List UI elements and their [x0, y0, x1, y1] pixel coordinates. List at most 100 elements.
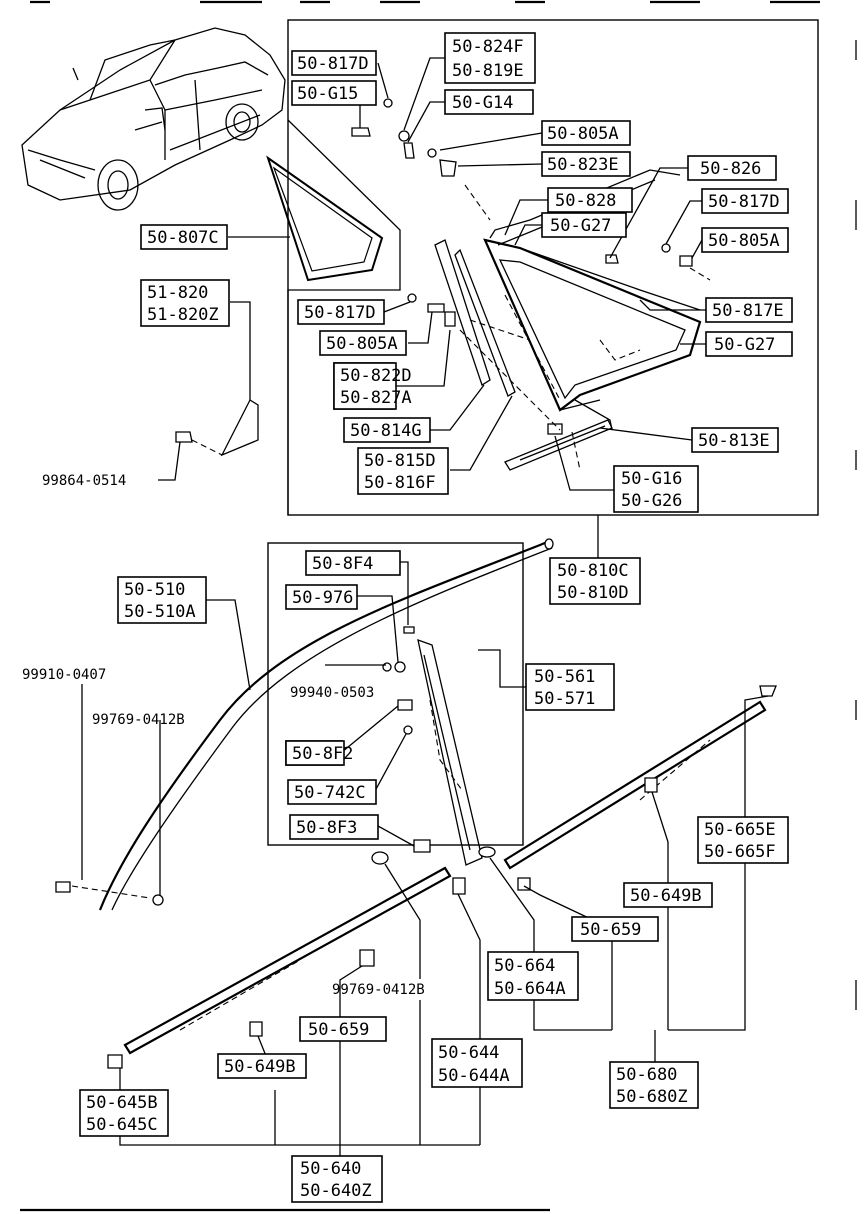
label-50-G16-50-G26: 50-G16 50-G26: [613, 465, 699, 513]
front-door-moulding-drawing: [478, 685, 777, 891]
label-50-805A-mid: 50-805A: [319, 330, 407, 356]
quarter-window-seal-drawing: [266, 155, 384, 282]
svg-text:50-645B: 50-645B: [86, 1093, 158, 1113]
svg-text:50-644: 50-644: [438, 1043, 499, 1063]
fasteners-top-drawing: [351, 98, 711, 471]
roof-moulding-drawing: [98, 538, 554, 911]
svg-text:50-8F3: 50-8F3: [296, 818, 357, 838]
label-50-742C: 50-742C: [287, 779, 377, 805]
svg-text:50-640: 50-640: [300, 1159, 361, 1179]
glass-run-channel-drawing: [434, 239, 531, 397]
svg-text:50-664: 50-664: [494, 956, 555, 976]
car-illustration: [21, 27, 286, 211]
svg-text:50-813E: 50-813E: [698, 431, 770, 451]
svg-text:50-822D: 50-822D: [340, 366, 412, 386]
svg-text:50-817D: 50-817D: [297, 54, 369, 74]
label-50-659-left: 50-659: [299, 1016, 387, 1042]
svg-text:50-810C: 50-810C: [557, 561, 629, 581]
label-50-649B-right: 50-649B: [623, 882, 713, 908]
svg-text:50-827A: 50-827A: [340, 388, 412, 408]
svg-text:50-826: 50-826: [700, 159, 761, 179]
label-50-8F2: 50-8F2: [285, 740, 353, 766]
label-99864-0514: 99864-0514: [42, 473, 126, 489]
svg-text:50-G15: 50-G15: [297, 84, 358, 104]
assembly-group-frame-middle: [267, 542, 524, 846]
label-50-659-right: 50-659: [571, 916, 659, 942]
svg-text:50-571: 50-571: [534, 689, 595, 709]
label-50-640-50-640Z: 50-640 50-640Z: [291, 1155, 383, 1203]
label-50-680-50-680Z: 50-680 50-680Z: [609, 1061, 699, 1109]
svg-text:99769-0412B: 99769-0412B: [332, 982, 425, 998]
svg-text:50-817D: 50-817D: [708, 192, 780, 212]
label-51-820-51-820Z: 51-820 51-820Z: [140, 279, 230, 327]
label-50-649B-left: 50-649B: [217, 1053, 307, 1079]
svg-text:51-820Z: 51-820Z: [147, 305, 219, 325]
svg-text:51-820: 51-820: [147, 283, 208, 303]
svg-text:50-G14: 50-G14: [452, 93, 513, 113]
svg-text:50-823E: 50-823E: [547, 155, 619, 175]
svg-text:50-828: 50-828: [555, 191, 616, 211]
label-50-823E: 50-823E: [541, 151, 631, 177]
label-99940-0503: 99940-0503: [290, 685, 374, 701]
label-50-644-50-644A: 50-644 50-644A: [431, 1038, 523, 1088]
svg-text:50-645C: 50-645C: [86, 1115, 158, 1135]
label-50-817D-mid: 50-817D: [297, 299, 385, 325]
svg-text:50-510A: 50-510A: [124, 602, 196, 622]
belt-moulding-drawing: [504, 419, 613, 471]
svg-text:50-649B: 50-649B: [224, 1057, 296, 1077]
label-50-815D-50-816F: 50-815D 50-816F: [357, 447, 449, 495]
label-50-817D-right: 50-817D: [701, 188, 789, 214]
corner-garnish-drawing: [175, 399, 259, 457]
label-50-976: 50-976: [285, 584, 358, 610]
label-50-813E: 50-813E: [691, 427, 779, 453]
svg-text:50-807C: 50-807C: [147, 228, 219, 248]
svg-text:99910-0407: 99910-0407: [22, 667, 106, 683]
svg-text:50-805A: 50-805A: [547, 124, 619, 144]
svg-text:50-8F2: 50-8F2: [292, 744, 353, 764]
svg-text:50-G27: 50-G27: [714, 335, 775, 355]
label-99910-0407: 99910-0407: [22, 667, 106, 683]
svg-text:50-976: 50-976: [292, 588, 353, 608]
svg-text:50-819E: 50-819E: [452, 61, 524, 81]
svg-text:50-665F: 50-665F: [704, 842, 776, 862]
svg-text:50-659: 50-659: [308, 1020, 369, 1040]
group-frame-notch: [287, 119, 401, 515]
svg-text:99864-0514: 99864-0514: [42, 473, 126, 489]
label-99769-0412B-left: 99769-0412B: [92, 712, 185, 728]
label-50-8F4: 50-8F4: [305, 550, 401, 576]
svg-text:50-805A: 50-805A: [326, 334, 398, 354]
label-50-822D-50-827A: 50-822D 50-827A: [333, 362, 412, 410]
label-50-824F-50-819E: 50-824F 50-819E: [444, 32, 536, 84]
svg-text:99769-0412B: 99769-0412B: [92, 712, 185, 728]
assembly-group-frame-top: [287, 19, 819, 516]
svg-text:50-816F: 50-816F: [364, 473, 436, 493]
label-50-805A-right: 50-805A: [701, 227, 789, 253]
label-50-817E: 50-817E: [705, 297, 793, 323]
svg-text:50-742C: 50-742C: [294, 783, 366, 803]
top-border: [20, 0, 857, 1212]
label-50-814G: 50-814G: [343, 417, 431, 443]
svg-text:50-680Z: 50-680Z: [616, 1087, 688, 1107]
svg-text:99940-0503: 99940-0503: [290, 685, 374, 701]
label-50-8F3: 50-8F3: [289, 814, 379, 840]
label-50-561-50-571: 50-561 50-571: [525, 663, 615, 711]
svg-text:50-665E: 50-665E: [704, 820, 776, 840]
svg-text:50-G26: 50-G26: [621, 491, 682, 511]
label-50-665E-50-665F: 50-665E 50-665F: [697, 816, 789, 864]
label-50-810C-50-810D: 50-810C 50-810D: [549, 557, 641, 605]
label-50-664-50-664A: 50-664 50-664A: [487, 951, 579, 1001]
svg-text:50-815D: 50-815D: [364, 451, 436, 471]
pillar-garnish-drawing: [382, 626, 483, 866]
label-50-645B-50-645C: 50-645B 50-645C: [79, 1089, 169, 1137]
label-50-826: 50-826: [687, 155, 777, 181]
svg-text:50-680: 50-680: [616, 1065, 677, 1085]
svg-text:50-649B: 50-649B: [630, 886, 702, 906]
label-50-805A-top: 50-805A: [541, 120, 631, 146]
roof-moulding-clips-drawing: [55, 881, 164, 906]
label-50-G14: 50-G14: [444, 89, 534, 115]
svg-text:50-824F: 50-824F: [452, 37, 524, 57]
label-50-828: 50-828: [547, 187, 633, 213]
svg-text:50-510: 50-510: [124, 580, 185, 600]
svg-text:50-8F4: 50-8F4: [312, 554, 373, 574]
svg-text:50-640Z: 50-640Z: [300, 1181, 372, 1201]
